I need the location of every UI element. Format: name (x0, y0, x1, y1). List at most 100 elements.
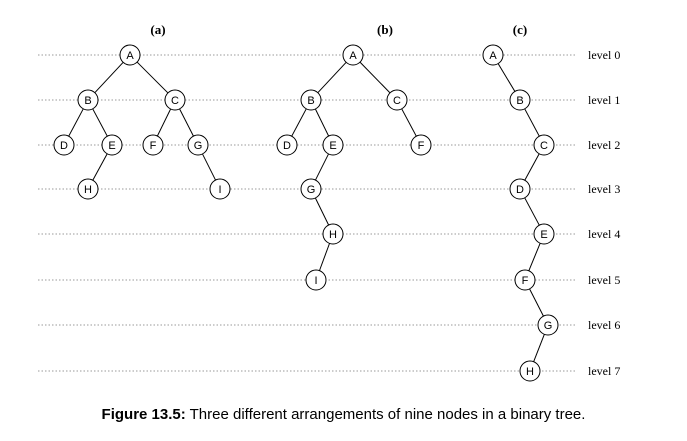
tree-node-1-I: I (305, 269, 327, 291)
node-circle (482, 44, 504, 66)
node-label: F (522, 275, 529, 287)
tree-node-2-B: B (509, 89, 531, 111)
edge-0-B-D (68, 108, 84, 137)
node-circle (509, 89, 531, 111)
node-circle (77, 89, 99, 111)
node-label: E (540, 229, 547, 241)
edge-0-B-E (92, 108, 108, 137)
edge-1-H-I (318, 243, 331, 271)
node-label: B (84, 95, 91, 107)
node-label: E (329, 140, 336, 152)
edge-2-E-F (528, 243, 541, 271)
panel-label-0: (a) (150, 22, 165, 37)
node-circle (322, 134, 344, 156)
node-circle (533, 223, 555, 245)
tree-node-2-F: F (514, 269, 536, 291)
node-label: C (540, 140, 548, 152)
tree-node-0-B: B (77, 89, 99, 111)
node-label: C (393, 95, 401, 107)
node-label: B (307, 95, 314, 107)
node-circle (276, 134, 298, 156)
tree-node-0-I: I (209, 178, 231, 200)
node-label: F (150, 140, 157, 152)
node-circle (509, 178, 531, 200)
tree-node-2-H: H (519, 360, 541, 382)
tree-node-1-E: E (322, 134, 344, 156)
level-label-0: level 0 (588, 48, 620, 62)
node-label: A (349, 50, 357, 62)
tree-edges (68, 61, 545, 362)
edge-1-B-E (314, 108, 330, 137)
node-circle (300, 89, 322, 111)
tree-node-0-A: A (119, 44, 141, 66)
edge-2-F-G (529, 288, 544, 317)
node-circle (164, 89, 186, 111)
node-circle (119, 44, 141, 66)
tree-node-0-C: C (164, 89, 186, 111)
edge-2-D-E (524, 197, 540, 226)
edge-1-E-G (315, 153, 329, 181)
level-label-3: level 3 (588, 182, 620, 196)
tree-node-1-F: F (410, 134, 432, 156)
node-circle (101, 134, 123, 156)
tree-node-0-H: H (77, 178, 99, 200)
edge-2-C-D (524, 153, 540, 181)
edge-0-A-C (136, 61, 169, 94)
panel-labels: (a) (b) (c) (150, 22, 527, 37)
tree-node-2-G: G (537, 314, 559, 336)
node-label: D (283, 140, 291, 152)
node-label: F (418, 140, 425, 152)
edge-0-C-G (179, 108, 194, 137)
tree-node-1-C: C (386, 89, 408, 111)
tree-node-0-G: G (187, 134, 209, 156)
edge-0-A-B (94, 61, 124, 94)
node-circle (410, 134, 432, 156)
caption-text: Three different arrangements of nine nod… (185, 406, 586, 423)
node-circle (342, 44, 364, 66)
tree-node-2-A: A (482, 44, 504, 66)
level-labels: level 0 level 1 level 2 level 3 level 4 level… (588, 48, 620, 378)
node-label: D (60, 140, 68, 152)
node-circle (537, 314, 559, 336)
level-label-5: level 5 (588, 273, 620, 287)
edge-1-B-D (291, 108, 307, 137)
tree-node-2-D: D (509, 178, 531, 200)
node-circle (142, 134, 164, 156)
node-circle (209, 178, 231, 200)
node-label: I (314, 275, 317, 287)
node-circle (187, 134, 209, 156)
node-circle (386, 89, 408, 111)
panel-label-1: (b) (377, 22, 393, 37)
node-circle (533, 134, 555, 156)
edge-2-B-C (524, 108, 540, 137)
level-label-6: level 6 (588, 318, 620, 332)
edge-2-A-B (497, 63, 516, 92)
tree-node-1-G: G (300, 178, 322, 200)
edge-0-E-H (92, 153, 108, 181)
node-label: G (307, 184, 316, 196)
tree-node-2-C: C (533, 134, 555, 156)
figure-caption: Figure 13.5: Three different arrangement… (0, 406, 687, 423)
edge-1-G-H (314, 197, 330, 226)
node-label: E (108, 140, 115, 152)
level-label-7: level 7 (588, 364, 620, 378)
node-label: A (126, 50, 134, 62)
edge-2-G-H (533, 334, 545, 362)
node-circle (77, 178, 99, 200)
node-label: I (218, 184, 221, 196)
node-circle (322, 223, 344, 245)
edge-1-A-B (317, 61, 347, 94)
tree-node-0-D: D (53, 134, 75, 156)
tree-node-1-A: A (342, 44, 364, 66)
node-circle (305, 269, 327, 291)
tree-node-0-E: E (101, 134, 123, 156)
tree-node-1-B: B (300, 89, 322, 111)
node-label: H (526, 366, 534, 378)
level-label-4: level 4 (588, 227, 620, 241)
edge-0-C-F (156, 108, 172, 137)
panel-label-2: (c) (513, 22, 527, 37)
level-label-1: level 1 (588, 93, 620, 107)
level-label-2: level 2 (588, 138, 620, 152)
